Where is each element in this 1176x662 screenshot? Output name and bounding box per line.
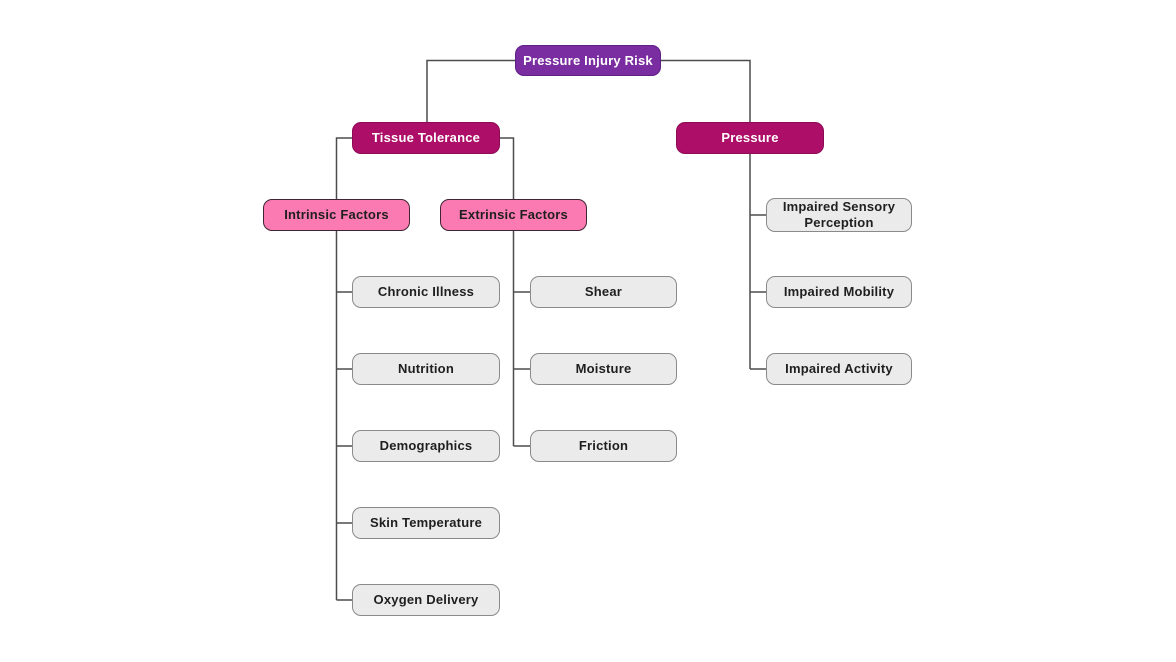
node-chronic-illness[interactable]: Chronic Illness	[352, 276, 500, 308]
node-oxygen-delivery[interactable]: Oxygen Delivery	[352, 584, 500, 616]
node-demographics[interactable]: Demographics	[352, 430, 500, 462]
node-intrinsic-factors[interactable]: Intrinsic Factors	[263, 199, 410, 231]
node-impaired-sensory-perception[interactable]: Impaired Sensory Perception	[766, 198, 912, 232]
node-label: Shear	[584, 284, 623, 300]
node-shear[interactable]: Shear	[530, 276, 677, 308]
connector-intrinsic-children	[335, 231, 352, 601]
node-label: Chronic Illness	[377, 284, 475, 300]
node-moisture[interactable]: Moisture	[530, 353, 677, 385]
node-label: Impaired Activity	[785, 361, 893, 377]
connector-root-to-tissue-tolerance	[426, 59, 515, 122]
node-label: Moisture	[575, 361, 632, 377]
node-label: Oxygen Delivery	[373, 592, 479, 608]
connector-root-to-pressure	[661, 59, 751, 122]
node-label: Demographics	[379, 438, 473, 454]
node-label: Extrinsic Factors	[459, 207, 568, 223]
node-label: Impaired Sensory Perception	[782, 199, 896, 230]
connector-tissue-tolerance-to-extrinsic	[500, 137, 515, 199]
node-nutrition[interactable]: Nutrition	[352, 353, 500, 385]
node-impaired-activity[interactable]: Impaired Activity	[766, 353, 912, 385]
node-label: Impaired Mobility	[783, 284, 895, 300]
node-friction[interactable]: Friction	[530, 430, 677, 462]
node-tissue-tolerance[interactable]: Tissue Tolerance	[352, 122, 500, 154]
node-label: Pressure Injury Risk	[523, 52, 653, 68]
node-pressure[interactable]: Pressure	[676, 122, 824, 154]
node-label: Pressure	[721, 130, 779, 146]
node-label: Friction	[578, 438, 629, 454]
node-label: Intrinsic Factors	[284, 207, 389, 223]
connector-extrinsic-children	[512, 231, 530, 447]
node-impaired-mobility[interactable]: Impaired Mobility	[766, 276, 912, 308]
node-skin-temperature[interactable]: Skin Temperature	[352, 507, 500, 539]
connector-tissue-tolerance-to-intrinsic	[335, 137, 352, 199]
node-label: Tissue Tolerance	[371, 130, 481, 146]
node-pressure-injury-risk[interactable]: Pressure Injury Risk	[515, 45, 661, 76]
node-extrinsic-factors[interactable]: Extrinsic Factors	[440, 199, 587, 231]
connector-pressure-children	[749, 154, 766, 370]
node-label: Skin Temperature	[369, 515, 483, 531]
node-label: Nutrition	[398, 361, 454, 377]
